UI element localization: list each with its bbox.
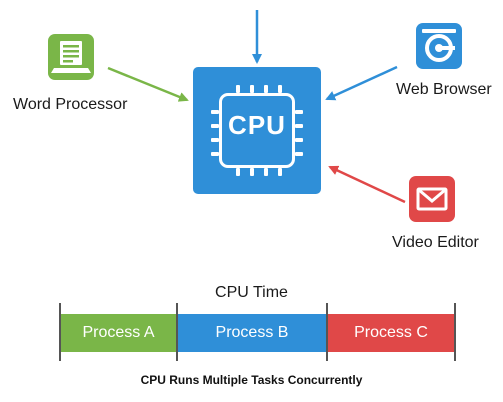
word-processor-label: Word Processor: [13, 96, 128, 113]
cpu-time-title: CPU Time: [215, 284, 288, 301]
process-a-segment: Process A: [60, 314, 177, 352]
cpu-time-timeline: Process A Process B Process C: [60, 314, 455, 352]
timeline-tick-end: [454, 303, 456, 361]
envelope-icon: [409, 176, 455, 222]
web-browser-label: Web Browser: [396, 81, 492, 98]
diagram-caption: CPU Runs Multiple Tasks Concurrently: [140, 373, 363, 387]
arrow-web-browser-to-cpu: [325, 65, 398, 101]
timeline-tick-start: [59, 303, 61, 361]
process-b-segment: Process B: [177, 314, 327, 352]
arrow-word-processor-to-cpu: [107, 66, 189, 102]
video-editor-label: Video Editor: [392, 234, 479, 251]
arrow-video-editor-to-cpu: [328, 165, 406, 204]
timeline-tick-ab: [176, 303, 178, 361]
cpu-chip-icon: CPU: [211, 85, 303, 176]
cpu-block: CPU: [193, 67, 321, 194]
timeline-tick-bc: [326, 303, 328, 361]
process-c-segment: Process C: [327, 314, 455, 352]
document-laptop-icon: [48, 34, 94, 80]
cpu-label: CPU: [228, 110, 286, 140]
browser-globe-icon: [416, 23, 462, 69]
